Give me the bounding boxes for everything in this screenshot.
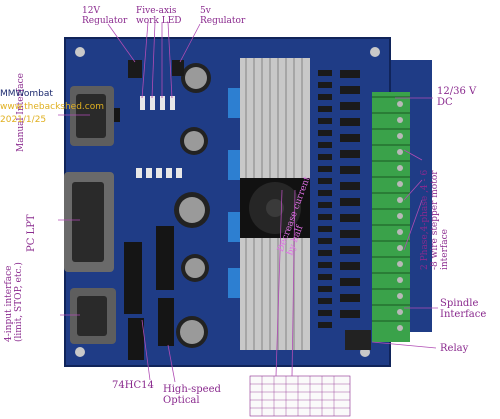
regulator-5v xyxy=(172,60,184,76)
label-74hc14: 74HC14 xyxy=(112,380,154,391)
relay-block xyxy=(345,330,371,350)
heatsinks xyxy=(240,58,310,350)
label-relay: Relay xyxy=(440,343,469,354)
label-stepper-interface: 2 Phase,4-phase ,4 - 6 -8 wire stepper m… xyxy=(420,169,450,270)
regulator-12v xyxy=(128,60,142,78)
cooling-fan xyxy=(240,178,310,238)
pcb-board xyxy=(65,38,390,366)
ic-chips xyxy=(108,108,174,360)
watermark-line-3: 2021/1/25 xyxy=(0,115,47,125)
label-manual-interface: Manual Interface xyxy=(16,73,26,152)
label-pc-lpt: PC LPT xyxy=(26,214,37,252)
label-12v-regulator: 12V Regulator xyxy=(82,6,128,26)
pinout-table-thumbnail xyxy=(249,375,351,417)
driver-transistors xyxy=(318,70,360,328)
label-5v-regulator: 5v Regulator xyxy=(200,6,246,26)
label-high-speed-optical: High-speed Optical xyxy=(163,384,221,406)
dip-switches xyxy=(228,88,240,298)
watermark-line-2: www.thebackshed.com xyxy=(0,102,105,112)
capacitors xyxy=(174,63,211,348)
watermark-line-1: MMWombat xyxy=(0,89,53,99)
label-4-input-interface: 4-input interface (limit, STOP, etc.) xyxy=(4,262,24,342)
connectors-left xyxy=(64,86,116,344)
label-five-axis-led: Five-axis work LED xyxy=(136,6,182,26)
label-spindle-interface: Spindle Interface xyxy=(440,298,487,320)
label-voltage: 12/36 V DC xyxy=(437,86,477,108)
led-row xyxy=(136,96,182,178)
terminal-blocks xyxy=(372,92,410,342)
callout-lines xyxy=(58,21,438,383)
